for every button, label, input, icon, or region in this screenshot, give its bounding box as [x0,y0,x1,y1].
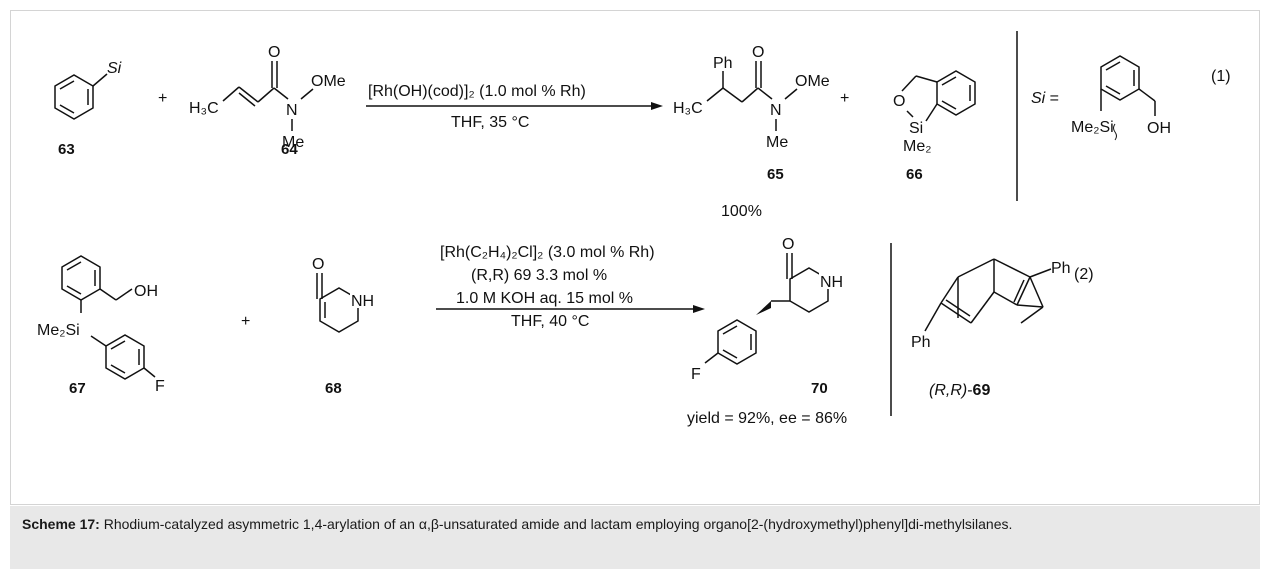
compound-66: O Si Me₂ [893,70,976,155]
scheme-caption: Scheme 17: Rhodium-catalyzed asymmetric … [10,506,1260,569]
svg-text:N: N [770,102,782,119]
conditions-2-line4: THF, 40 °C [511,313,589,330]
caption-text: Rhodium-catalyzed asymmetric 1,4-arylati… [99,516,1013,532]
conditions-2-line2: (R,R) 69 3.3 mol % [471,267,607,284]
compound-63: Si [54,60,122,120]
plus-sign-3: + [241,313,250,330]
svg-text:Si: Si [909,120,923,137]
svg-text:OMe: OMe [795,73,830,90]
svg-text:Ph: Ph [1051,260,1071,277]
label-64: 64 [281,141,298,158]
label-68: 68 [325,380,342,397]
conditions-1-above: [Rh(OH)(cod)]₂ (1.0 mol % Rh) [368,83,586,100]
conditions-1-below: THF, 35 °C [451,114,529,131]
label-69: (R,R)-69 [929,382,990,399]
scheme-drawing: Si 63 + H₃C O N OMe Me 64 [Rh(OH)(cod)]₂… [37,31,1231,427]
plus-sign-1: + [158,90,167,107]
compound-64: H₃C O N OMe Me [189,44,346,151]
svg-text:O: O [782,236,794,253]
compound-68: O NH [312,256,374,333]
svg-text:F: F [155,378,165,395]
label-70: 70 [811,380,828,397]
conditions-2-line3: 1.0 M KOH aq. 15 mol % [456,290,633,307]
equation-number-1: (1) [1211,68,1231,85]
compound-70: O NH F [691,236,843,383]
si-group-structure: Me₂Si OH [1071,55,1171,141]
atom-o: O [268,44,280,61]
group-ome: OMe [311,73,346,90]
yield-2: yield = 92%, ee = 86% [687,410,847,427]
compound-69: Ph Ph [911,258,1071,351]
svg-text:Me₂: Me₂ [903,138,931,155]
svg-text:OH: OH [134,283,158,300]
atom-n: N [286,102,298,119]
compound-67: OH Me₂Si F [37,255,165,395]
atom-si: Si [107,60,122,77]
si-definition: Si = [1031,90,1059,107]
svg-text:O: O [752,44,764,61]
svg-text:Me: Me [766,134,788,151]
svg-text:NH: NH [820,274,843,291]
label-66: 66 [906,166,923,183]
svg-text:O: O [312,256,324,273]
label-65: 65 [767,166,784,183]
label-67: 67 [69,380,86,397]
atom-h3c: H₃C [189,100,219,117]
svg-text:NH: NH [351,293,374,310]
plus-sign-2: + [840,90,849,107]
compound-65: H₃C Ph O N OMe Me [673,44,830,151]
equation-number-2: (2) [1074,266,1094,283]
reaction-scheme: Si 63 + H₃C O N OMe Me 64 [Rh(OH)(cod)]₂… [10,10,1260,505]
caption-label: Scheme 17: [22,516,100,532]
svg-text:H₃C: H₃C [673,100,703,117]
group-ph: Ph [713,55,733,72]
label-63: 63 [58,141,75,158]
svg-text:O: O [893,93,905,110]
svg-text:Ph: Ph [911,334,931,351]
svg-text:F: F [691,366,701,383]
yield-1: 100% [721,203,762,220]
conditions-2-line1: [Rh(C₂H₄)₂Cl]₂ (3.0 mol % Rh) [440,244,655,261]
svg-text:OH: OH [1147,120,1171,137]
svg-text:Me₂Si: Me₂Si [37,322,80,339]
group-me: Me [282,134,304,151]
svg-text:Me₂Si: Me₂Si [1071,119,1114,136]
